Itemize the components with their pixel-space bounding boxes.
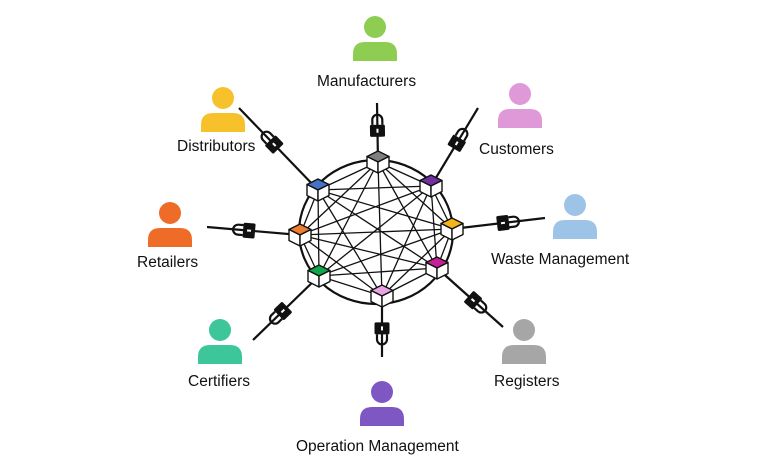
- person-customers-icon: [498, 83, 542, 128]
- label-registers: Registers: [494, 373, 560, 390]
- person-manufacturers-icon: [353, 16, 397, 61]
- padlock-icon: [447, 127, 469, 152]
- padlock-icon: [464, 291, 488, 314]
- person-retailers-icon: [148, 202, 192, 247]
- mesh-link: [318, 185, 432, 277]
- mesh-link: [377, 161, 453, 230]
- padlock-icon: [369, 113, 386, 137]
- mesh-link: [317, 189, 438, 269]
- spoke-distributors: [238, 107, 319, 191]
- person-distributors-icon: [201, 87, 245, 132]
- padlock-icon: [268, 302, 292, 325]
- mesh-link: [381, 228, 453, 297]
- mesh-link: [299, 185, 432, 236]
- padlock-icon: [260, 130, 284, 154]
- mesh-link: [317, 189, 320, 277]
- block-manufacturers-icon: [366, 150, 390, 174]
- mesh-link: [317, 185, 432, 191]
- label-distributors: Distributors: [177, 138, 256, 155]
- person-waste-management-icon: [553, 194, 597, 239]
- block-certifiers-icon: [307, 264, 331, 288]
- mesh-link: [377, 161, 383, 297]
- label-certifiers: Certifiers: [188, 373, 251, 390]
- label-manufacturers: Manufacturers: [317, 73, 417, 90]
- label-retailers: Retailers: [137, 254, 199, 271]
- mesh-link: [299, 234, 438, 269]
- mesh-link: [299, 228, 453, 236]
- mesh-link: [317, 189, 453, 230]
- person-operation-management-icon: [360, 381, 404, 426]
- block-waste-management-icon: [440, 217, 464, 241]
- mesh-link: [317, 189, 383, 297]
- block-customers-icon: [419, 174, 443, 198]
- mesh-link: [299, 161, 379, 236]
- label-waste-management: Waste Management: [491, 251, 630, 268]
- label-customers: Customers: [479, 141, 554, 158]
- mesh-link: [430, 185, 438, 269]
- person-registers-icon: [502, 319, 546, 364]
- mesh-link: [318, 267, 438, 277]
- block-retailers-icon: [288, 223, 312, 247]
- person-certifiers-icon: [198, 319, 242, 364]
- padlock-icon: [232, 222, 256, 239]
- block-operation-management-icon: [370, 284, 394, 308]
- mesh-link: [318, 228, 453, 277]
- block-registers-icon: [425, 256, 449, 280]
- mesh-link: [299, 234, 383, 297]
- padlock-icon: [374, 322, 390, 346]
- label-operation-management: Operation Management: [296, 438, 459, 455]
- mesh-link: [381, 185, 432, 297]
- block-distributors-icon: [306, 178, 330, 202]
- mesh-link: [377, 161, 438, 269]
- padlock-icon: [496, 214, 520, 231]
